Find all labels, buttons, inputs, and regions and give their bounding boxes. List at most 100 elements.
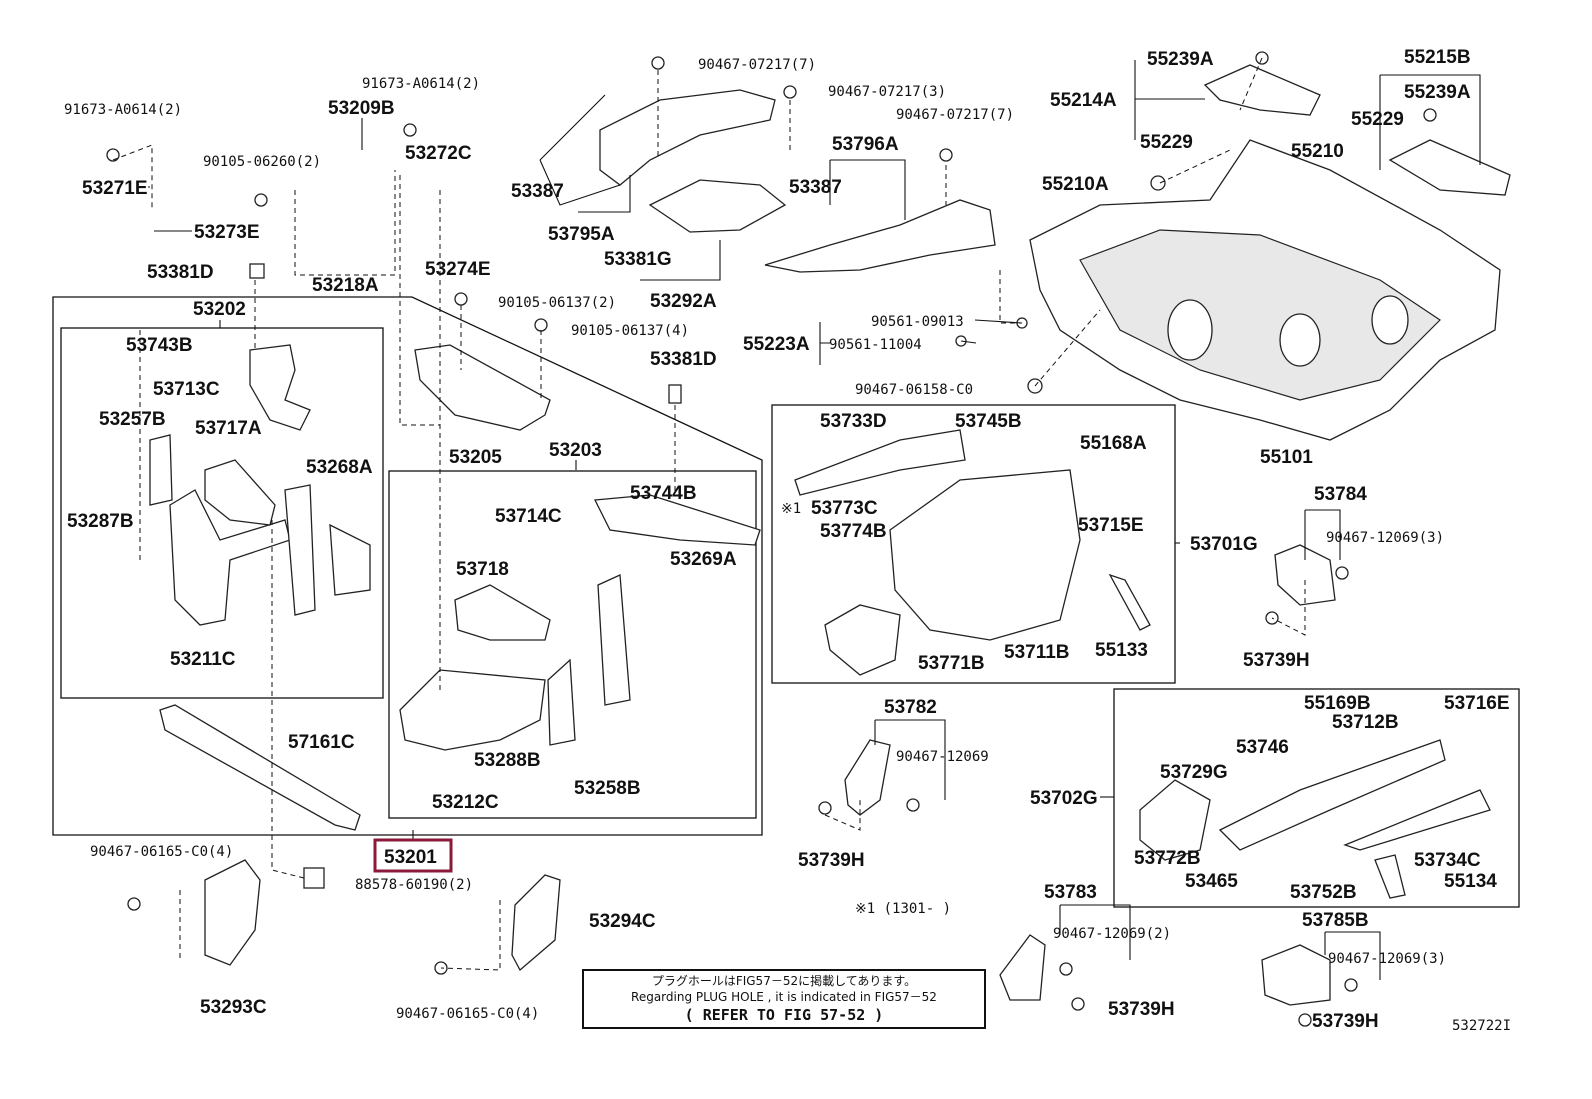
part-label[interactable]: 53268A	[306, 457, 373, 478]
part-label[interactable]: 55229	[1351, 109, 1404, 130]
part-label[interactable]: 55134	[1444, 871, 1497, 892]
part-label[interactable]: 55239A	[1404, 82, 1471, 103]
part-label[interactable]: 55168A	[1080, 433, 1147, 454]
part-label[interactable]: 53257B	[99, 409, 166, 430]
part-label[interactable]: 53465	[1185, 871, 1238, 892]
part-label[interactable]: 90105-06137(2)	[498, 295, 616, 311]
part-label[interactable]: 53701G	[1190, 534, 1258, 555]
part-label[interactable]: 53784	[1314, 484, 1367, 505]
part-label[interactable]: 55169B	[1304, 693, 1371, 714]
part-label-53201[interactable]: 53201	[384, 847, 437, 868]
part-label[interactable]: 53202	[193, 299, 246, 320]
part-label[interactable]: 53739H	[1243, 650, 1310, 671]
part-label[interactable]: 90467-06165-C0(4)	[396, 1006, 539, 1022]
part-label[interactable]: 55223A	[743, 334, 810, 355]
part-label[interactable]: 90467-12069(3)	[1328, 951, 1446, 967]
part-label[interactable]: 55215B	[1404, 47, 1471, 68]
part-label[interactable]: 90105-06137(4)	[571, 323, 689, 339]
part-label[interactable]: 53773C	[811, 498, 878, 519]
part-label[interactable]: 53774B	[820, 521, 887, 542]
part-label[interactable]: 55210A	[1042, 174, 1109, 195]
part-label[interactable]: 53381D	[650, 349, 717, 370]
part-label[interactable]: 55229	[1140, 132, 1193, 153]
part-label[interactable]: 53218A	[312, 275, 379, 296]
group-box-53702G	[1113, 688, 1520, 908]
part-label[interactable]: 53209B	[328, 98, 395, 119]
part-label[interactable]: 53714C	[495, 506, 562, 527]
part-label[interactable]: 55239A	[1147, 49, 1214, 70]
part-label[interactable]: 53288B	[474, 750, 541, 771]
part-label[interactable]: 53293C	[200, 997, 267, 1018]
part-label[interactable]: 53739H	[798, 850, 865, 871]
part-label[interactable]: 90467-12069(2)	[1053, 926, 1171, 942]
part-label[interactable]: 53212C	[432, 792, 499, 813]
part-label[interactable]: 53211C	[170, 649, 236, 670]
part-label[interactable]: 90561-09013	[871, 314, 964, 330]
part-label[interactable]: 53733D	[820, 411, 887, 432]
part-label[interactable]: 53269A	[670, 549, 737, 570]
group-box-53701G	[771, 404, 1176, 684]
part-label[interactable]: 53739H	[1108, 999, 1175, 1020]
part-label[interactable]: 53744B	[630, 483, 697, 504]
part-label[interactable]: 53713C	[153, 379, 220, 400]
note-refer[interactable]: ( REFER TO FIG 57-52 )	[685, 1006, 884, 1024]
part-label[interactable]: 53772B	[1134, 848, 1201, 869]
part-label[interactable]: 55133	[1095, 640, 1148, 661]
part-label[interactable]: 55214A	[1050, 90, 1117, 111]
part-label[interactable]: ※1	[781, 501, 801, 517]
part-label[interactable]: 90105-06260(2)	[203, 154, 321, 170]
part-label[interactable]: 53717A	[195, 418, 262, 439]
part-label[interactable]: 53287B	[67, 511, 134, 532]
part-label[interactable]: 55101	[1260, 447, 1313, 468]
part-label[interactable]: 53272C	[405, 143, 472, 164]
refer-fig-link[interactable]: ( REFER TO FIG 57-52 )	[685, 1006, 884, 1024]
part-label[interactable]: 53381G	[604, 249, 672, 270]
note-box: プラグホールはFIG57－52に掲載してあります。 Regarding PLUG…	[582, 969, 986, 1029]
part-label[interactable]: 57161C	[288, 732, 355, 753]
part-label[interactable]: 53273E	[194, 222, 260, 243]
part-label[interactable]: 53716E	[1444, 693, 1510, 714]
part-label[interactable]: 90467-07217(3)	[828, 84, 946, 100]
part-label[interactable]: 53205	[449, 447, 502, 468]
part-label[interactable]: 53734C	[1414, 850, 1481, 871]
part-label[interactable]: 90467-07217(7)	[698, 57, 816, 73]
part-label[interactable]: 53752B	[1290, 882, 1357, 903]
part-label[interactable]: ※1 (1301- )	[855, 901, 951, 917]
part-label[interactable]: 53387	[789, 177, 842, 198]
part-label[interactable]: 90467-12069(3)	[1326, 530, 1444, 546]
part-label[interactable]: 53711B	[1004, 642, 1070, 663]
part-label[interactable]: 53294C	[589, 911, 656, 932]
part-label[interactable]: 53782	[884, 697, 937, 718]
part-label[interactable]: 91673-A0614(2)	[362, 76, 480, 92]
part-label[interactable]: 53745B	[955, 411, 1022, 432]
part-label[interactable]: 53271E	[82, 178, 148, 199]
part-label[interactable]: 53785B	[1302, 910, 1369, 931]
part-label[interactable]: 90467-12069	[896, 749, 989, 765]
part-label[interactable]: 53258B	[574, 778, 641, 799]
part-label[interactable]: 53743B	[126, 335, 193, 356]
part-label[interactable]: 53796A	[832, 134, 899, 155]
part-label[interactable]: 90467-07217(7)	[896, 107, 1014, 123]
part-label[interactable]: 90561-11004	[829, 337, 922, 353]
part-label[interactable]: 53381D	[147, 262, 214, 283]
highlight-box-53201[interactable]	[373, 838, 453, 873]
part-label[interactable]: 53274E	[425, 259, 491, 280]
part-label[interactable]: 53771B	[918, 653, 985, 674]
part-label[interactable]: 91673-A0614(2)	[64, 102, 182, 118]
part-label[interactable]: 53746	[1236, 737, 1289, 758]
part-label[interactable]: 53715E	[1078, 515, 1144, 536]
part-label[interactable]: 53203	[549, 440, 602, 461]
part-label[interactable]: 90467-06158-C0	[855, 382, 973, 398]
part-label[interactable]: 53712B	[1332, 712, 1399, 733]
part-label[interactable]: 53718	[456, 559, 509, 580]
part-label[interactable]: 53292A	[650, 291, 717, 312]
part-label[interactable]: 53739H	[1312, 1011, 1379, 1032]
part-label[interactable]: 53729G	[1160, 762, 1228, 783]
part-label[interactable]: 53387	[511, 181, 564, 202]
part-label[interactable]: 88578-60190(2)	[355, 877, 473, 893]
part-label[interactable]: 55210	[1291, 141, 1344, 162]
part-label[interactable]: 90467-06165-C0(4)	[90, 844, 233, 860]
part-label[interactable]: 53795A	[548, 224, 615, 245]
part-label[interactable]: 53783	[1044, 882, 1097, 903]
part-label[interactable]: 53702G	[1030, 788, 1098, 809]
